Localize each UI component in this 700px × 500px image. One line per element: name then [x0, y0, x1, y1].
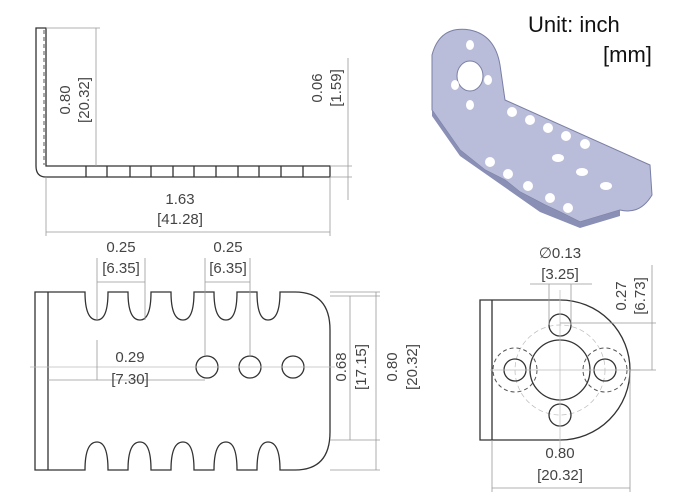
- length-in: 1.63: [165, 191, 194, 208]
- bracket-3d-render: [431, 28, 653, 228]
- offset-in: 0.29: [115, 349, 144, 366]
- width-mm: [20.32]: [404, 344, 421, 390]
- height-in: 0.80: [57, 85, 74, 114]
- unit-label: Unit: inch: [528, 12, 620, 37]
- pitch1-mm: [6.35]: [102, 260, 140, 277]
- height-mm: [20.32]: [76, 77, 93, 123]
- thickness-mm: [1.59]: [328, 69, 345, 107]
- bottom-view: 0.25 [6.35] 0.25 [6.35] 0.29 [7.30] 0.68…: [30, 239, 421, 471]
- end-view: ∅0.13 [3.25] 0.27 [6.73] 0.80 [20.32]: [479, 245, 656, 492]
- end-width-mm: [20.32]: [537, 467, 583, 484]
- hole-offset-mm: [6.73]: [632, 277, 649, 315]
- pitch2-in: 0.25: [213, 239, 242, 256]
- inner-width-in: 0.68: [333, 352, 350, 381]
- pitch2-mm: [6.35]: [209, 260, 247, 277]
- hole-dia-mm: [3.25]: [541, 266, 579, 283]
- thickness-in: 0.06: [309, 73, 326, 102]
- unit-label-mm: [mm]: [603, 42, 652, 67]
- length-mm: [41.28]: [157, 211, 203, 228]
- inner-width-mm: [17.15]: [353, 344, 370, 390]
- pitch1-in: 0.25: [106, 239, 135, 256]
- hole-dia-in: ∅0.13: [539, 245, 581, 262]
- hole-offset-in: 0.27: [613, 281, 630, 310]
- end-width-in: 0.80: [545, 445, 574, 462]
- side-profile-view: 0.80 [20.32] 0.06 [1.59] 1.63 [41.28]: [35, 27, 352, 236]
- offset-mm: [7.30]: [111, 371, 149, 388]
- width-in: 0.80: [384, 352, 401, 381]
